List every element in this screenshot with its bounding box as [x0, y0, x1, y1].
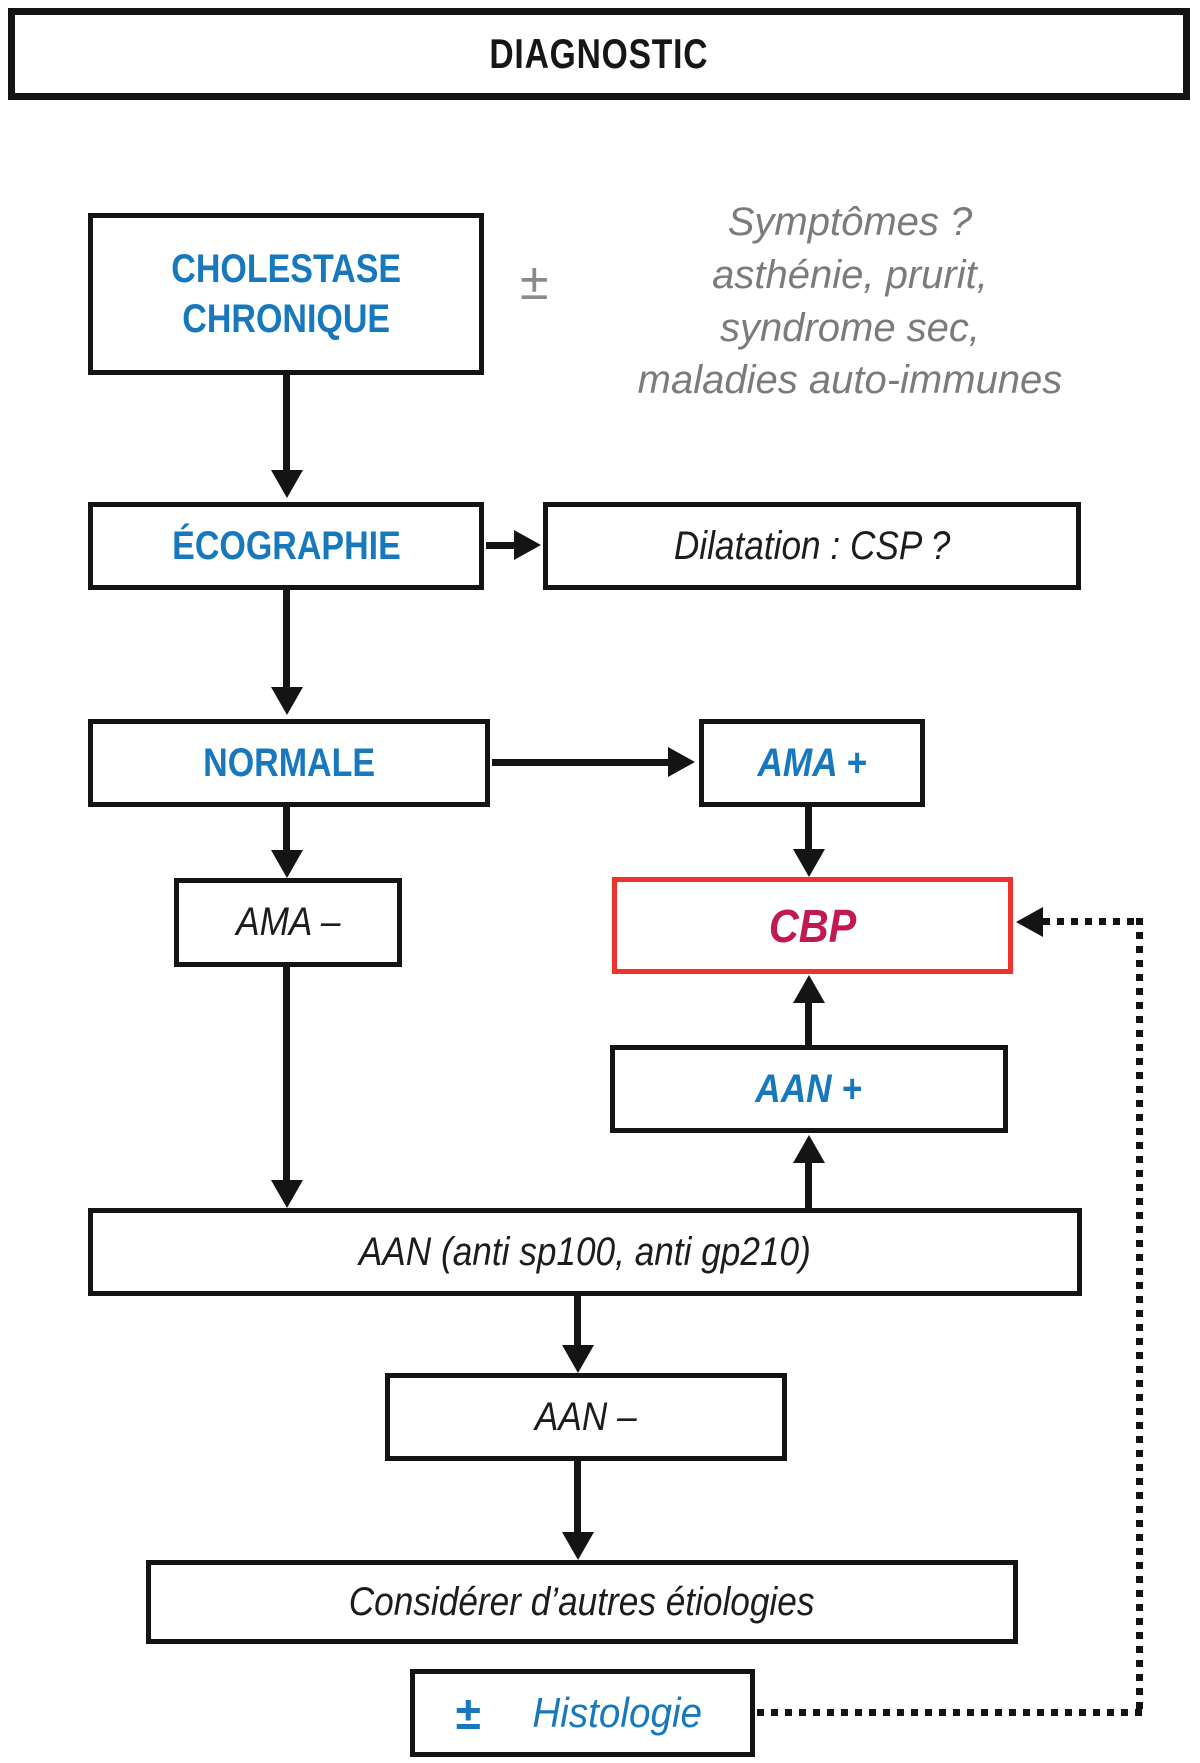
arrow-aan-plus-to-cbp-head	[793, 975, 825, 1003]
symptoms-line: asthénie, prurit,	[712, 252, 988, 297]
arrow-aan-plus-to-cbp-line	[805, 1001, 812, 1045]
echographie-label: ÉCOGRAPHIE	[171, 524, 401, 568]
arrow-normale-to-ama-plus-head	[668, 747, 695, 777]
node-cholestase-chronique: CHOLESTASE CHRONIQUE	[88, 213, 484, 375]
arrow-normale-to-ama-plus-line	[492, 759, 670, 766]
dotted-feedback-bottom-segment	[757, 1709, 1143, 1716]
arrow-ama-minus-to-aan-panel-head	[271, 1180, 303, 1208]
node-histologie: ± Histologie	[410, 1669, 755, 1757]
normale-label: NORMALE	[203, 741, 375, 785]
ama-positive-label: AMA +	[757, 740, 867, 785]
dotted-feedback-vertical-segment	[1136, 918, 1143, 1713]
node-ama-positive: AMA +	[699, 719, 925, 807]
arrow-echographie-to-dilatation-head	[514, 530, 541, 560]
arrow-cholestase-to-echographie-head	[271, 470, 303, 498]
symptoms-line: Symptômes ?	[727, 200, 973, 244]
node-dilatation-csp: Dilatation : CSP ?	[543, 502, 1081, 590]
cbp-label: CBP	[768, 899, 857, 952]
cholestase-label-line1: CHOLESTASE	[171, 247, 401, 291]
aan-negative-label: AAN –	[535, 1394, 637, 1439]
arrow-ama-plus-to-cbp-head	[793, 849, 825, 877]
node-aan-negative: AAN –	[385, 1373, 787, 1461]
node-normale: NORMALE	[88, 719, 490, 807]
page-title: DIAGNOSTIC	[489, 30, 709, 77]
arrow-aan-panel-to-aan-minus-line	[574, 1296, 581, 1347]
node-cbp: CBP	[612, 877, 1013, 974]
arrow-aan-minus-to-considerer-head	[562, 1532, 594, 1560]
symptoms-note: Symptômes ? asthénie, prurit, syndrome s…	[565, 196, 1135, 407]
node-aan-panel: AAN (anti sp100, anti gp210)	[88, 1208, 1082, 1296]
node-aan-positive: AAN +	[610, 1045, 1008, 1133]
plus-minus-icon: ±	[520, 253, 549, 311]
aan-panel-label: AAN (anti sp100, anti gp210)	[358, 1229, 812, 1274]
cholestase-label: CHOLESTASE CHRONIQUE	[171, 244, 401, 344]
node-echographie: ÉCOGRAPHIE	[88, 502, 484, 590]
node-considerer-etiologies: Considérer d’autres étiologies	[146, 1560, 1018, 1644]
arrow-echographie-to-dilatation-line	[486, 542, 516, 549]
arrow-cholestase-to-echographie-line	[283, 375, 290, 472]
arrow-normale-to-ama-minus-line	[283, 807, 290, 852]
arrow-echographie-to-normale-line	[283, 590, 290, 689]
arrow-aan-panel-to-aan-plus-head	[793, 1135, 825, 1163]
dilatation-label: Dilatation : CSP ?	[673, 523, 951, 568]
histologie-label: Histologie	[532, 1689, 702, 1736]
symptoms-line: syndrome sec,	[719, 305, 981, 350]
title-banner: DIAGNOSTIC	[8, 8, 1190, 100]
dotted-feedback-arrow-head	[1016, 907, 1043, 937]
considerer-label: Considérer d’autres étiologies	[349, 1579, 815, 1624]
arrow-ama-minus-to-aan-panel-line	[283, 967, 290, 1182]
cholestase-label-line2: CHRONIQUE	[182, 297, 390, 341]
aan-positive-label: AAN +	[755, 1066, 863, 1111]
ama-negative-label: AMA –	[235, 900, 341, 944]
arrow-aan-panel-to-aan-minus-head	[562, 1345, 594, 1373]
arrow-aan-panel-to-aan-plus-line	[805, 1161, 812, 1208]
arrow-echographie-to-normale-head	[271, 687, 303, 715]
symptoms-line: maladies auto-immunes	[637, 358, 1063, 403]
arrow-ama-plus-to-cbp-line	[805, 807, 812, 851]
node-ama-negative: AMA –	[174, 878, 402, 967]
dotted-feedback-top-segment	[1043, 918, 1143, 925]
arrow-aan-minus-to-considerer-line	[574, 1461, 581, 1534]
arrow-normale-to-ama-minus-head	[271, 850, 303, 878]
histologie-plus-minus-icon: ±	[455, 1687, 481, 1739]
